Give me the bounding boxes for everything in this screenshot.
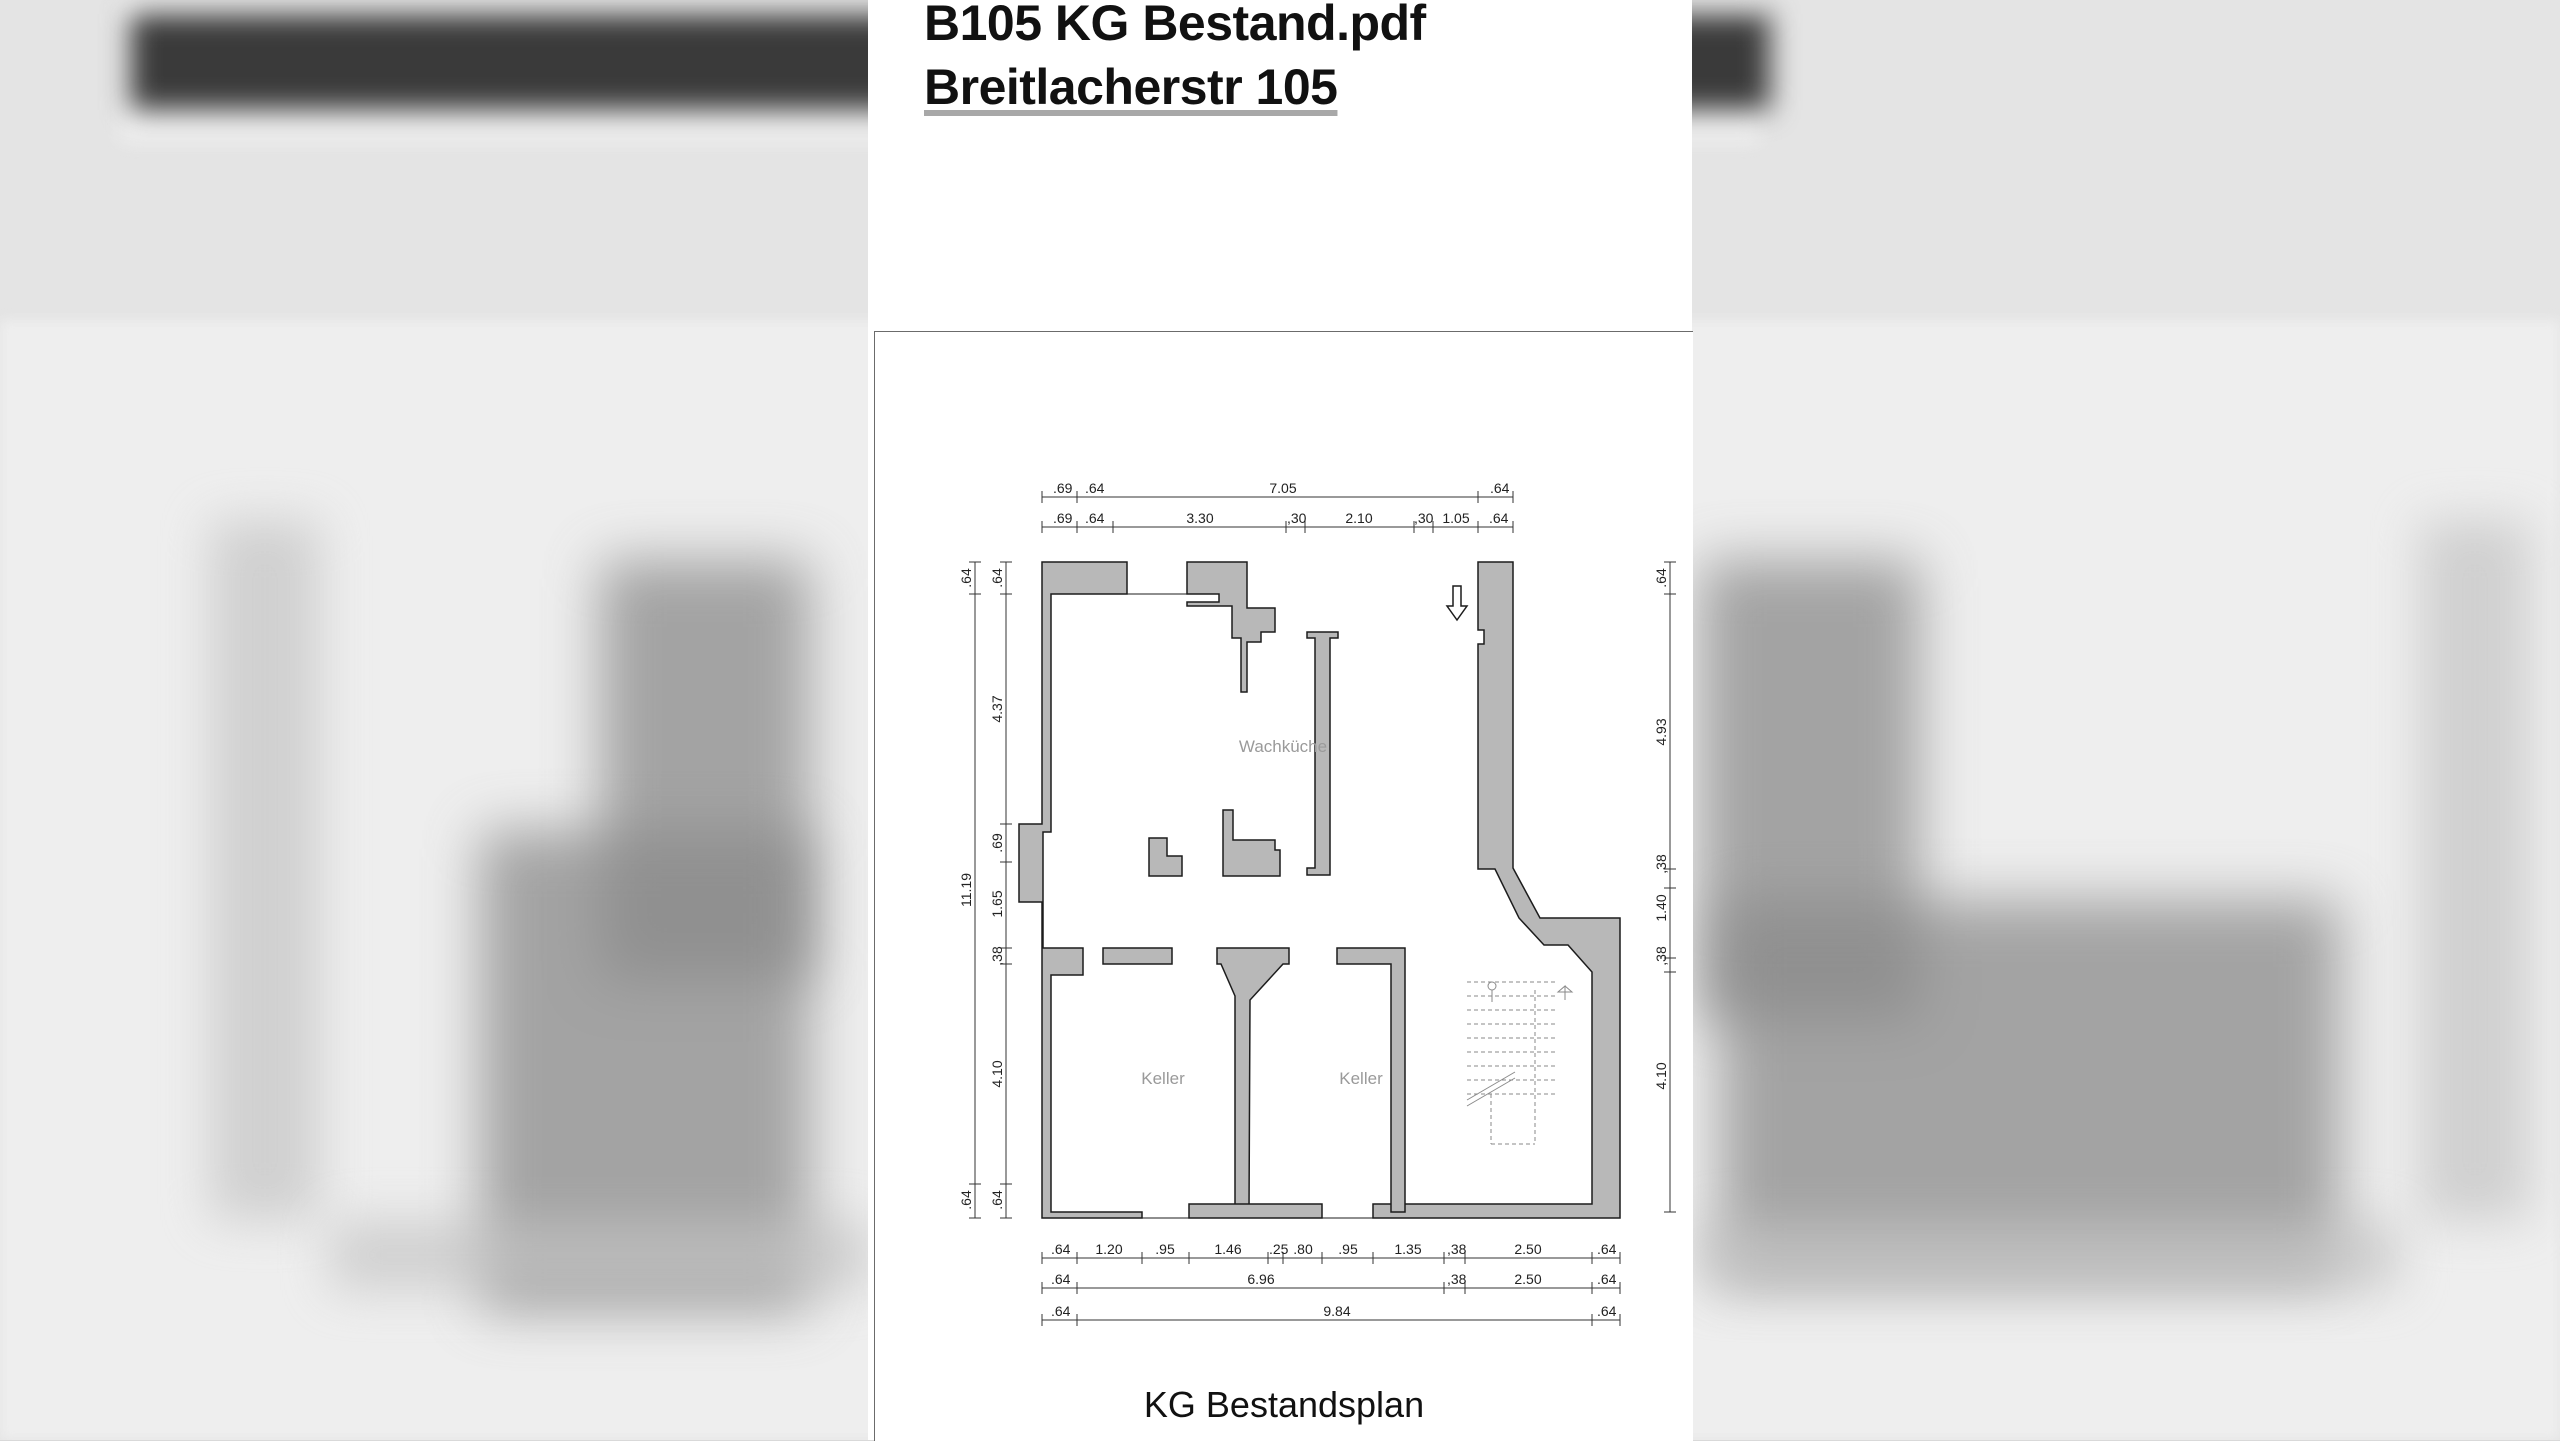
wall-north-center — [1186, 561, 1276, 693]
openings — [1127, 593, 1373, 1219]
dim-label: ,30 — [1414, 510, 1434, 526]
dim-label: .64 — [1051, 1271, 1071, 1287]
wall-partition-left — [1102, 947, 1173, 965]
dim-label: .64 — [1597, 1303, 1617, 1319]
dim-label: 9.84 — [1323, 1303, 1350, 1319]
wall-east — [1372, 561, 1621, 1219]
dim-label: .69 — [1053, 510, 1073, 526]
dim-label: 6.96 — [1247, 1271, 1274, 1287]
room-label-wachkueche: Wachküche — [1239, 737, 1327, 756]
wall-center-right — [1222, 809, 1281, 877]
dim-label: .64 — [989, 1190, 1005, 1210]
dim-label: .64 — [1597, 1271, 1617, 1287]
dim-label: ,38 — [1447, 1241, 1467, 1257]
staircase — [1467, 981, 1557, 1145]
dim-label: .64 — [1051, 1303, 1071, 1319]
dim-label: 4.37 — [989, 695, 1005, 722]
dim-label: 1.46 — [1214, 1241, 1241, 1257]
walls — [1018, 561, 1621, 1219]
dim-label: ,30 — [1287, 510, 1307, 526]
dim-label: 1.35 — [1394, 1241, 1421, 1257]
dim-label: .64 — [1489, 510, 1509, 526]
stair-markers — [1466, 981, 1574, 1107]
dim-label: .69 — [989, 833, 1005, 853]
dim-label: .95 — [1338, 1241, 1358, 1257]
dim-label: 4.93 — [1653, 718, 1669, 745]
dim-label: 2.10 — [1345, 510, 1372, 526]
plan-sheet: Wachküche Keller Keller — [874, 331, 1693, 1441]
dim-label: ,38 — [1447, 1271, 1467, 1287]
room-label-keller-right: Keller — [1339, 1069, 1383, 1088]
floor-plan: Wachküche Keller Keller — [958, 480, 1676, 1326]
wall-center-left — [1148, 837, 1183, 877]
dim-label: .64 — [958, 1190, 974, 1210]
room-label-keller-left: Keller — [1141, 1069, 1185, 1088]
dim-label: .64 — [1597, 1241, 1617, 1257]
dimension-ticks — [969, 491, 1676, 1326]
dimension-lines — [974, 496, 1671, 1321]
dim-label: 1.05 — [1442, 510, 1469, 526]
dim-label: .64 — [1085, 510, 1105, 526]
dim-label: 2.50 — [1514, 1241, 1541, 1257]
dim-label: 4.10 — [1653, 1062, 1669, 1089]
backdrop-wall-blur — [1720, 900, 2340, 1280]
backdrop-dim-blur — [1700, 1220, 2400, 1290]
dim-label: .64 — [989, 568, 1005, 588]
arrow-down-icon — [1445, 585, 1469, 622]
wall-south-center — [1188, 1203, 1323, 1219]
dim-label: .95 — [1155, 1241, 1175, 1257]
dim-label: 3.30 — [1186, 510, 1213, 526]
dim-label: .64 — [1051, 1241, 1071, 1257]
dim-label: .69 — [1053, 480, 1073, 496]
wall-partition-center — [1216, 947, 1290, 1213]
wall-northwest — [1018, 561, 1143, 1219]
dim-label: ,38 — [1653, 946, 1669, 966]
dim-label: ,38 — [989, 946, 1005, 966]
dim-label: .80 — [1293, 1241, 1313, 1257]
dim-label: 7.05 — [1269, 480, 1296, 496]
dim-label: 11.19 — [958, 873, 974, 907]
wall-partition-right — [1336, 947, 1406, 1213]
dim-label: 1.65 — [989, 890, 1005, 917]
dim-label: 1.40 — [1653, 894, 1669, 921]
backdrop-dim-blur — [2420, 520, 2530, 1220]
document-subtitle: Breitlacherstr 105 — [924, 59, 1338, 115]
document-page: B105 KG Bestand.pdf Breitlacherstr 105 — [868, 0, 1693, 1441]
dim-label: .64 — [1490, 480, 1510, 496]
dim-label: ,38 — [1653, 854, 1669, 874]
dim-label: 1.20 — [1095, 1241, 1122, 1257]
dim-label: .64 — [1653, 568, 1669, 588]
document-title: B105 KG Bestand.pdf — [924, 0, 1426, 51]
document-header: B105 KG Bestand.pdf Breitlacherstr 105 — [868, 0, 1692, 330]
dim-label: .64 — [1085, 480, 1105, 496]
dim-label: .64 — [958, 568, 974, 588]
dim-label: 4.10 — [989, 1060, 1005, 1087]
backdrop-dim-blur — [210, 520, 320, 1220]
backdrop-dim-blur — [330, 1220, 870, 1290]
dim-label: .25 — [1269, 1241, 1289, 1257]
dim-label: 2.50 — [1514, 1271, 1541, 1287]
wall-chimney — [1306, 631, 1339, 876]
plan-caption: KG Bestandsplan — [1143, 1384, 1425, 1425]
